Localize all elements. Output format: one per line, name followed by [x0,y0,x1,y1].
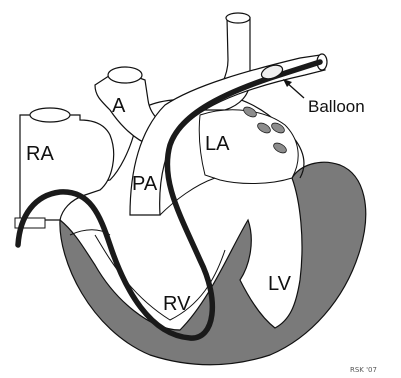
aorta-branch-opening [108,67,142,83]
label-aorta: A [112,95,126,117]
label-pulmonary-artery: PA [132,173,158,195]
ventricular-myocardium [60,162,366,365]
label-right-atrium: RA [26,143,54,165]
superior-vena-cava-opening [30,108,70,122]
label-left-ventricle: LV [268,273,292,295]
aorta-top-opening [226,13,250,23]
label-right-ventricle: RV [163,293,191,315]
label-balloon: Balloon [308,97,365,116]
label-left-atrium: LA [205,133,230,155]
artist-signature: RSK '07 [350,366,377,374]
